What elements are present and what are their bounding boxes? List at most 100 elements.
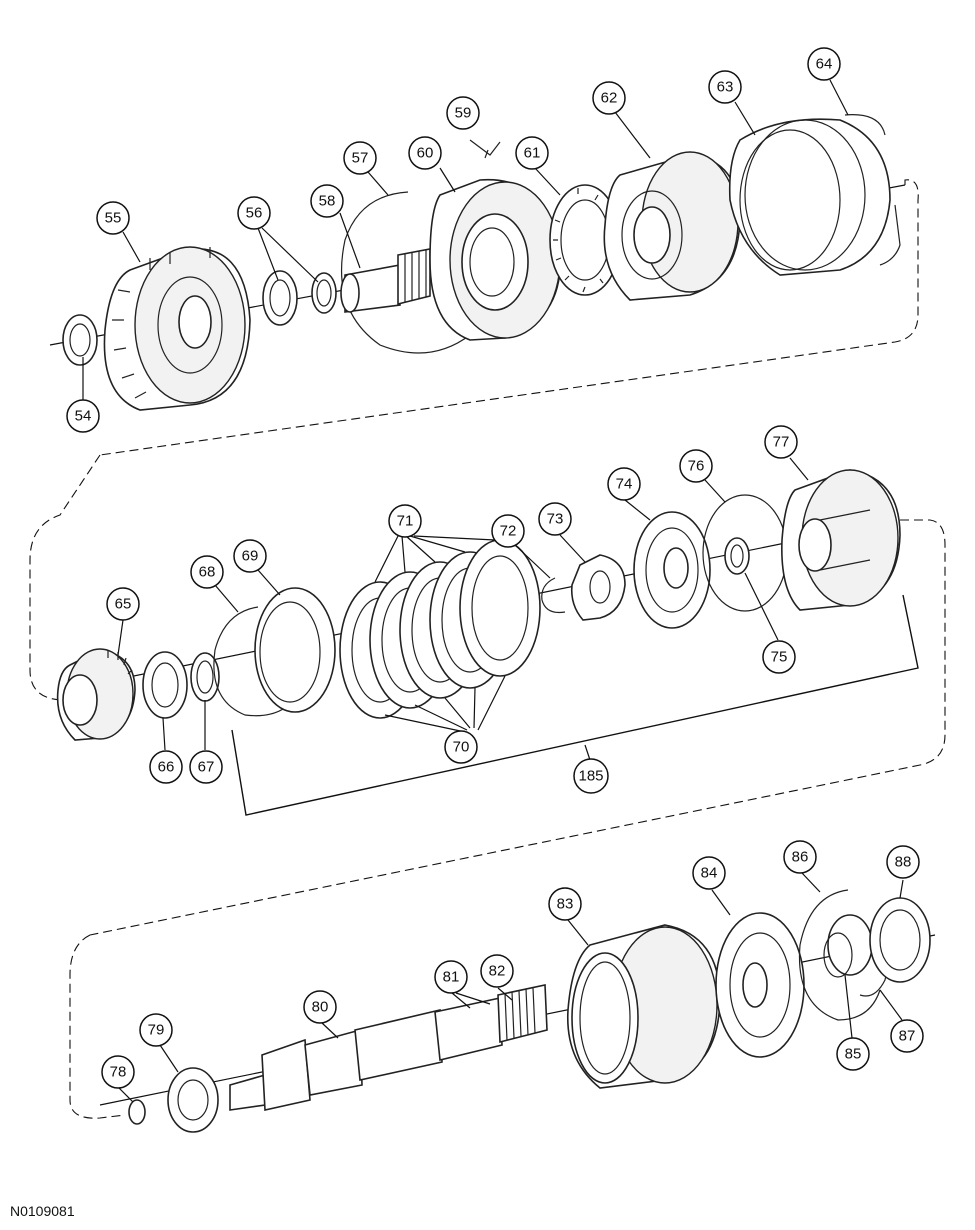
callout-77: 77 <box>764 425 798 459</box>
callout-79: 79 <box>139 1013 173 1047</box>
callout-63: 63 <box>708 70 742 104</box>
part-74-piston <box>633 511 711 629</box>
part-69-plate <box>254 587 336 713</box>
callout-66: 66 <box>149 750 183 784</box>
svg-text:72: 72 <box>500 523 517 540</box>
callout-73: 73 <box>538 502 572 536</box>
svg-text:73: 73 <box>547 511 564 528</box>
callout-83: 83 <box>548 887 582 921</box>
svg-text:185: 185 <box>578 768 603 785</box>
part-60-cover <box>429 178 562 341</box>
connector-middle-right <box>89 519 946 936</box>
figure-code: N0109081 <box>10 1203 75 1219</box>
callout-72: 72 <box>491 514 525 548</box>
svg-text:57: 57 <box>352 150 369 167</box>
svg-text:81: 81 <box>443 969 460 986</box>
svg-text:58: 58 <box>319 193 336 210</box>
svg-text:77: 77 <box>773 434 790 451</box>
callout-55: 55 <box>96 201 130 235</box>
connector-top <box>99 179 919 456</box>
part-54-washer <box>62 314 98 366</box>
part-62-drum <box>603 151 741 301</box>
part-80-shaft <box>229 984 548 1111</box>
part-68-snap-ring <box>213 606 301 717</box>
svg-text:54: 54 <box>75 408 92 425</box>
svg-text:86: 86 <box>792 849 809 866</box>
svg-text:60: 60 <box>417 145 434 162</box>
part-86-snap-ring <box>798 889 881 1021</box>
part-70-71-clutch-pack <box>339 539 541 719</box>
callout-58: 58 <box>310 184 344 218</box>
callout-54: 54 <box>66 399 100 433</box>
part-84-plate <box>715 912 805 1058</box>
callout-81: 81 <box>434 960 468 994</box>
callout-59: 59 <box>446 96 480 130</box>
svg-text:64: 64 <box>816 56 833 73</box>
svg-text:88: 88 <box>895 854 912 871</box>
part-73-spider <box>570 554 626 621</box>
part-78-washer <box>128 1099 146 1125</box>
connector-middle <box>29 454 101 701</box>
callout-64: 64 <box>807 47 841 81</box>
callouts: 54 55 56 57 58 59 60 61 62 63 64 65 66 6… <box>66 47 924 1089</box>
callout-68: 68 <box>190 555 224 589</box>
svg-text:61: 61 <box>524 145 541 162</box>
svg-text:67: 67 <box>198 759 215 776</box>
part-55-drum <box>103 246 251 411</box>
part-66-washer <box>142 651 188 719</box>
callout-62: 62 <box>592 81 626 115</box>
callout-70: 70 <box>444 730 478 764</box>
svg-text:56: 56 <box>246 205 263 222</box>
part-63-band <box>728 118 891 276</box>
callout-61: 61 <box>515 136 549 170</box>
svg-text:78: 78 <box>110 1064 127 1081</box>
svg-text:79: 79 <box>148 1022 165 1039</box>
group-top <box>49 79 919 456</box>
callout-67: 67 <box>189 750 223 784</box>
callout-57: 57 <box>343 141 377 175</box>
callout-65: 65 <box>106 587 140 621</box>
part-83-ring-gear <box>566 924 721 1089</box>
svg-text:68: 68 <box>199 564 216 581</box>
part-56-bearing <box>262 270 337 326</box>
callout-56: 56 <box>237 196 271 230</box>
part-59-clip <box>469 139 501 159</box>
bracket-185 <box>231 594 919 816</box>
callout-69: 69 <box>233 539 267 573</box>
svg-text:83: 83 <box>557 896 574 913</box>
svg-text:70: 70 <box>453 739 470 756</box>
svg-text:85: 85 <box>845 1046 862 1063</box>
part-79-washer <box>167 1067 219 1133</box>
part-75-washer <box>724 537 750 575</box>
callout-82: 82 <box>480 954 514 988</box>
part-77-drum <box>781 469 901 611</box>
callout-88: 88 <box>886 845 920 879</box>
svg-text:55: 55 <box>105 210 122 227</box>
svg-text:65: 65 <box>115 596 132 613</box>
connector-bottom <box>69 934 126 1119</box>
callout-76: 76 <box>679 449 713 483</box>
svg-text:66: 66 <box>158 759 175 776</box>
svg-text:82: 82 <box>489 963 506 980</box>
callout-60: 60 <box>408 136 442 170</box>
svg-text:75: 75 <box>771 649 788 666</box>
callout-86: 86 <box>783 840 817 874</box>
svg-text:74: 74 <box>616 476 633 493</box>
callout-87: 87 <box>890 1019 924 1053</box>
part-88-retainer <box>869 897 931 983</box>
svg-text:84: 84 <box>701 865 718 882</box>
callout-78: 78 <box>101 1055 135 1089</box>
part-85-sleeve <box>823 914 873 978</box>
part-72-snap-ring <box>541 577 566 614</box>
part-58-shaft <box>340 248 431 313</box>
part-65-gear <box>56 648 136 741</box>
svg-text:63: 63 <box>717 79 734 96</box>
callout-185: 185 <box>573 758 609 794</box>
svg-text:76: 76 <box>688 458 705 475</box>
callout-84: 84 <box>692 856 726 890</box>
svg-text:62: 62 <box>601 90 618 107</box>
callout-80: 80 <box>303 990 337 1024</box>
svg-text:71: 71 <box>397 513 414 530</box>
svg-text:69: 69 <box>242 548 259 565</box>
